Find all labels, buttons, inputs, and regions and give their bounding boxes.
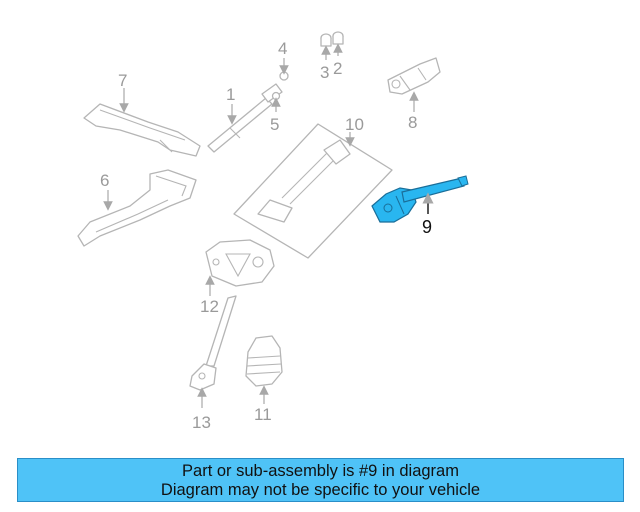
callout-3: 3 bbox=[320, 63, 329, 82]
callout-8: 8 bbox=[408, 113, 417, 132]
callout-10: 10 bbox=[345, 115, 364, 134]
part-10-intermediate-shaft bbox=[233, 123, 393, 259]
part-2-cap bbox=[332, 31, 344, 45]
callout-9: 9 bbox=[422, 217, 432, 237]
callout-7: 7 bbox=[118, 71, 127, 90]
callout-11: 11 bbox=[254, 405, 272, 424]
info-banner: Part or sub-assembly is #9 in diagram Di… bbox=[17, 458, 624, 502]
banner-line-1: Part or sub-assembly is #9 in diagram bbox=[182, 462, 459, 480]
callout-2: 2 bbox=[333, 59, 342, 78]
part-3-cap bbox=[320, 33, 332, 47]
parts-diagram: 7 6 1 4 5 3 2 8 10 9 12 13 11 bbox=[77, 31, 469, 432]
part-7-bracket bbox=[83, 103, 201, 157]
part-1-shaft bbox=[207, 83, 283, 153]
part-11-boot bbox=[245, 335, 283, 387]
callout-6: 6 bbox=[100, 171, 109, 190]
callout-12: 12 bbox=[200, 297, 219, 316]
part-9-tube bbox=[401, 177, 465, 203]
banner-line-2: Diagram may not be specific to your vehi… bbox=[160, 481, 481, 499]
callout-5: 5 bbox=[270, 115, 279, 134]
part-6-bracket bbox=[77, 169, 197, 247]
part-8-joint bbox=[387, 57, 441, 95]
callout-13: 13 bbox=[192, 413, 211, 432]
callout-4: 4 bbox=[278, 39, 287, 58]
part-12-plate bbox=[205, 239, 275, 287]
part-5-washer bbox=[271, 91, 281, 101]
part-4-nut bbox=[279, 71, 289, 81]
part-13-lower-shaft bbox=[189, 295, 237, 391]
callout-1: 1 bbox=[226, 85, 235, 104]
part-9-steering-shaft bbox=[371, 175, 469, 223]
